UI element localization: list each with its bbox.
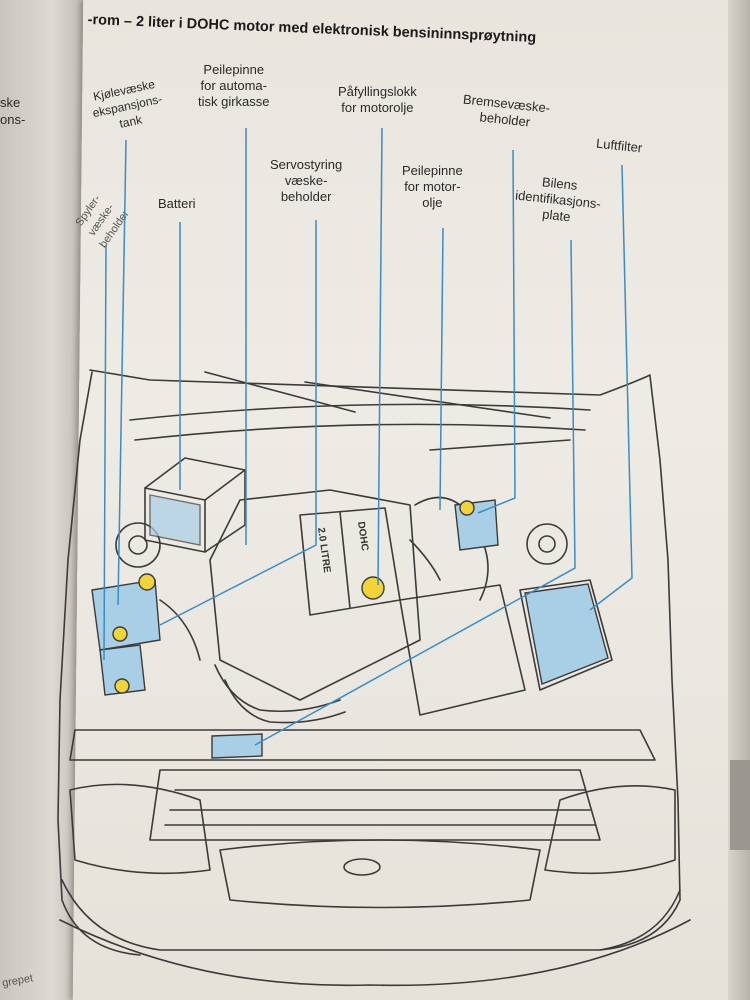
strut-tower-right	[526, 523, 568, 565]
wiper-right	[304, 381, 551, 419]
intake-pipe	[214, 664, 341, 713]
leader-air-filter	[589, 164, 633, 611]
label-battery: Batteri	[158, 196, 196, 211]
leader-power-steering	[159, 220, 317, 626]
headlight-right	[544, 784, 676, 875]
leader-engine-oil-dipstick	[439, 227, 444, 511]
page-stack-edge	[728, 0, 750, 1000]
cam-cover	[299, 507, 401, 616]
coolant-tank-highlight	[91, 579, 161, 651]
engine-block	[209, 489, 421, 701]
cam-cover-text-left: 2.0 LITRE	[315, 527, 332, 574]
front-bumper	[61, 879, 681, 951]
label-auto-gearbox-dipstick: Peilepinne for automa- tisk girkasse	[198, 62, 270, 109]
bonnet-outline	[89, 369, 651, 396]
left-page-text-2: ons-	[0, 112, 26, 127]
windscreen-cowl	[129, 403, 591, 421]
radiator	[149, 769, 601, 841]
left-page-text-1: ske	[0, 95, 21, 110]
label-power-steering-reservoir: Servostyring væske- beholder	[270, 157, 343, 204]
leader-washer-reservoir	[103, 244, 107, 661]
battery-highlight	[149, 494, 201, 546]
ford-badge	[343, 858, 381, 876]
leader-coolant-tank	[117, 139, 127, 606]
label-oil-filler-cap: Påfyllingslokk for motorolje	[338, 84, 417, 115]
air-filter-highlight	[524, 583, 609, 685]
left-page: ske ons-	[0, 0, 87, 1000]
washer-cap-2-highlight	[114, 678, 130, 694]
leader-id-plate	[254, 239, 576, 746]
battery-outline	[144, 457, 246, 553]
radiator-crossmember	[69, 729, 656, 761]
cowl-inner	[134, 423, 586, 441]
oil-filler-cap-highlight	[361, 576, 385, 600]
strut-tower-left	[115, 522, 161, 568]
wiper-arm	[429, 439, 571, 451]
leader-oil-filler-cap	[377, 127, 383, 586]
washer-cap-highlight	[112, 626, 128, 642]
cam-cover-text-right: DOHC	[355, 521, 370, 552]
wiper-left	[204, 371, 356, 413]
leader-brake-fluid	[477, 149, 516, 514]
washer-reservoir-highlight	[99, 644, 146, 696]
coolant-cap-highlight	[138, 573, 156, 591]
headlight-left	[69, 783, 211, 875]
front-grille	[219, 839, 541, 909]
page-edge-tab	[730, 760, 750, 850]
air-filter-box	[519, 579, 613, 691]
intake-plenum	[399, 584, 526, 716]
id-plate-highlight	[211, 733, 263, 759]
brake-cap-highlight	[459, 500, 475, 516]
label-engine-oil-dipstick: Peilepinne for motor- olje	[402, 163, 463, 210]
body-right-outline	[599, 375, 681, 951]
body-left-outline	[57, 371, 141, 956]
